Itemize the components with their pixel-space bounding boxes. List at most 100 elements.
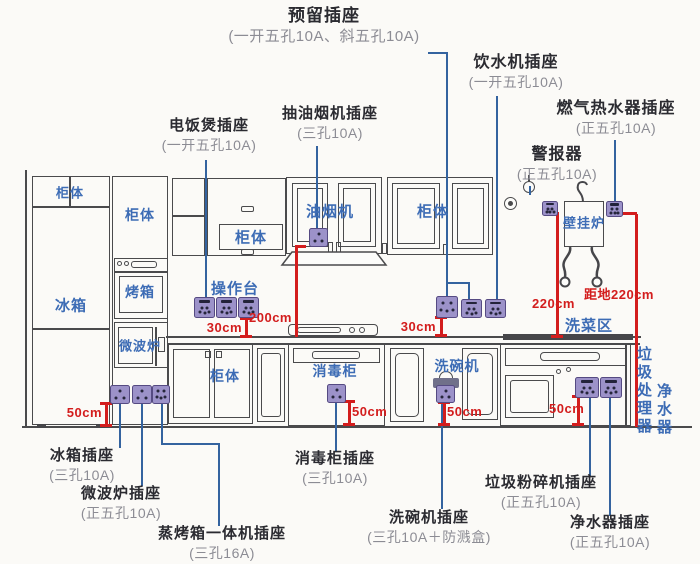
callout-steam-oven-socket-spec: (三孔16A) bbox=[189, 545, 255, 561]
sink-drawer bbox=[505, 348, 626, 366]
red-height220-v bbox=[635, 214, 638, 427]
socket-garbage-disposal-hole-2 bbox=[580, 390, 583, 394]
callout-garbage-disposal-socket: 垃圾粉碎机插座(正五孔10A) bbox=[485, 474, 597, 511]
socket-steam-oven-hole-2 bbox=[155, 395, 159, 399]
hood-door-right bbox=[338, 183, 376, 247]
line-reserved-branch-v bbox=[468, 282, 470, 300]
red-30-right-c2 bbox=[435, 334, 447, 337]
cooktop bbox=[288, 324, 378, 336]
socket-garbage-disposal-hole-0 bbox=[582, 386, 586, 389]
base-cabinet bbox=[168, 344, 253, 424]
wide-upper-cabinet bbox=[207, 178, 286, 256]
socket-fridge-hole-2 bbox=[122, 396, 126, 400]
label-microwave: 微波炉 bbox=[118, 338, 162, 354]
callout-microwave-socket: 微波炉插座 (正五孔10A) bbox=[81, 485, 161, 522]
socket-range-hood-hole-0 bbox=[317, 232, 320, 236]
red-50-disinfection-c1 bbox=[343, 400, 355, 403]
red-50-disinfection-v bbox=[348, 401, 351, 425]
socket-water-dispenser-hole-2 bbox=[489, 311, 493, 315]
socket-countertop-2-hole-4 bbox=[229, 310, 233, 314]
socket-microwave bbox=[132, 385, 152, 404]
socket-gas-heater-switch-slot bbox=[610, 203, 619, 206]
callout-gas-heater-socket-spec: (正五孔10A) bbox=[575, 120, 657, 137]
microwave-divider bbox=[155, 327, 157, 366]
callout-dishwasher-socket: 洗碗机插座(三孔10A＋防溅盒) bbox=[367, 509, 491, 546]
callout-steam-oven-socket-title: 蒸烤箱一体机插座 bbox=[157, 525, 287, 542]
red-30-left-c2 bbox=[240, 335, 252, 338]
line-microwave bbox=[141, 404, 143, 486]
red-200-v bbox=[295, 247, 298, 337]
callout-rice-cooker-socket: 电饭煲插座(一开五孔10A) bbox=[162, 117, 257, 154]
socket-gas-heater-hole-3 bbox=[613, 211, 616, 215]
red-height220-arm bbox=[622, 212, 637, 215]
callout-fridge-socket: 冰箱插座(三孔10A) bbox=[49, 447, 115, 484]
socket-countertop-3-hole-0 bbox=[244, 306, 248, 309]
label-cabinet-oven-column: 柜体 bbox=[125, 207, 155, 223]
socket-dishwasher-hole-2 bbox=[447, 395, 451, 399]
microwave-box bbox=[114, 322, 168, 368]
callout-microwave-socket-title: 微波炉插座 bbox=[80, 485, 162, 502]
socket-alarm-hole-3 bbox=[548, 210, 552, 214]
socket-dishwasher-hole-1 bbox=[440, 395, 444, 399]
socket-alarm-hole-2 bbox=[545, 210, 548, 214]
callout-alarm-spec: (正五孔10A) bbox=[516, 166, 598, 183]
base-cabinet-door-left bbox=[173, 349, 210, 418]
callout-water-purifier-socket: 净水器插座(正五孔10A) bbox=[570, 514, 650, 551]
socket-microwave-hole-0 bbox=[140, 389, 144, 393]
oven-slot bbox=[131, 261, 157, 268]
red-50-sink-c2 bbox=[572, 423, 584, 426]
disinfection-drawer-slot bbox=[312, 351, 360, 359]
socket-garbage-disposal-hole-3 bbox=[585, 391, 589, 395]
socket-reserved-1-hole-4 bbox=[451, 308, 455, 312]
callout-range-hood-socket: 抽油烟机插座(三孔10A) bbox=[282, 105, 378, 142]
red-50-disinfection-c2 bbox=[343, 423, 355, 426]
red-220-cap bbox=[551, 335, 563, 338]
callout-gas-heater-socket-title: 燃气热水器插座 bbox=[556, 100, 676, 117]
socket-garbage-disposal-hole-1 bbox=[588, 386, 592, 389]
socket-reserved-1-hole-1 bbox=[449, 301, 453, 305]
socket-reserved-1-hole-0 bbox=[441, 301, 445, 305]
red-220-v bbox=[556, 214, 559, 337]
socket-garbage-disposal-switch-slot bbox=[580, 379, 594, 383]
socket-disinfection-cabinet-hole-0 bbox=[335, 388, 338, 392]
line-rice-cooker bbox=[205, 160, 207, 298]
dishwasher-icon-body bbox=[433, 378, 459, 388]
floor-line bbox=[22, 426, 692, 428]
socket-countertop-3 bbox=[238, 297, 259, 318]
tall-cabinet-shelf bbox=[32, 206, 110, 208]
label-disinfection-cabinet: 消毒柜 bbox=[312, 363, 358, 379]
alarm-stem bbox=[528, 175, 530, 182]
line-steam-oven-v1 bbox=[161, 404, 163, 445]
socket-disinfection-cabinet-hole-2 bbox=[338, 395, 342, 399]
socket-countertop-1-hole-1 bbox=[205, 306, 209, 309]
socket-countertop-1-switch-slot bbox=[199, 299, 210, 303]
socket-countertop-2-hole-3 bbox=[225, 311, 228, 315]
oven-box bbox=[114, 258, 168, 319]
socket-countertop-3-hole-3 bbox=[247, 311, 250, 315]
callout-water-dispenser-socket: 饮水机插座(一开五孔10A) bbox=[469, 53, 564, 91]
callout-fridge-socket-title: 冰箱插座 bbox=[49, 447, 115, 464]
socket-water-purifier-hole-4 bbox=[614, 390, 618, 394]
callout-microwave-socket-spec: (正五孔10A) bbox=[80, 505, 162, 521]
boiler-hoses-icon bbox=[559, 246, 603, 288]
line-dishwasher bbox=[441, 403, 443, 509]
upper-right-door-right bbox=[452, 183, 489, 249]
socket-reserved-2-hole-2 bbox=[465, 311, 469, 315]
measure-220cm: 220cm bbox=[532, 296, 575, 311]
cooktop-burner-1 bbox=[349, 327, 355, 333]
socket-water-purifier-hole-1 bbox=[612, 386, 616, 389]
socket-countertop-1-hole-4 bbox=[207, 310, 211, 314]
measure-50cm-sink: 50cm bbox=[549, 401, 585, 416]
socket-countertop-1-hole-0 bbox=[200, 306, 204, 309]
callout-alarm-title: 警报器 bbox=[531, 146, 583, 163]
boiler-hook-icon bbox=[576, 181, 588, 203]
socket-range-hood-hole-2 bbox=[320, 239, 324, 243]
socket-garbage-disposal bbox=[575, 377, 599, 398]
socket-fridge bbox=[110, 385, 130, 404]
fridge-foot-1 bbox=[37, 424, 46, 428]
label-sink-area: 洗菜区 bbox=[564, 317, 614, 335]
socket-water-purifier-hole-2 bbox=[604, 390, 608, 394]
socket-water-dispenser-hole-3 bbox=[494, 312, 497, 316]
callout-reserved-socket: 预留插座(一开五孔10A、斜五孔10A) bbox=[228, 6, 419, 46]
countertop-top bbox=[166, 336, 641, 338]
